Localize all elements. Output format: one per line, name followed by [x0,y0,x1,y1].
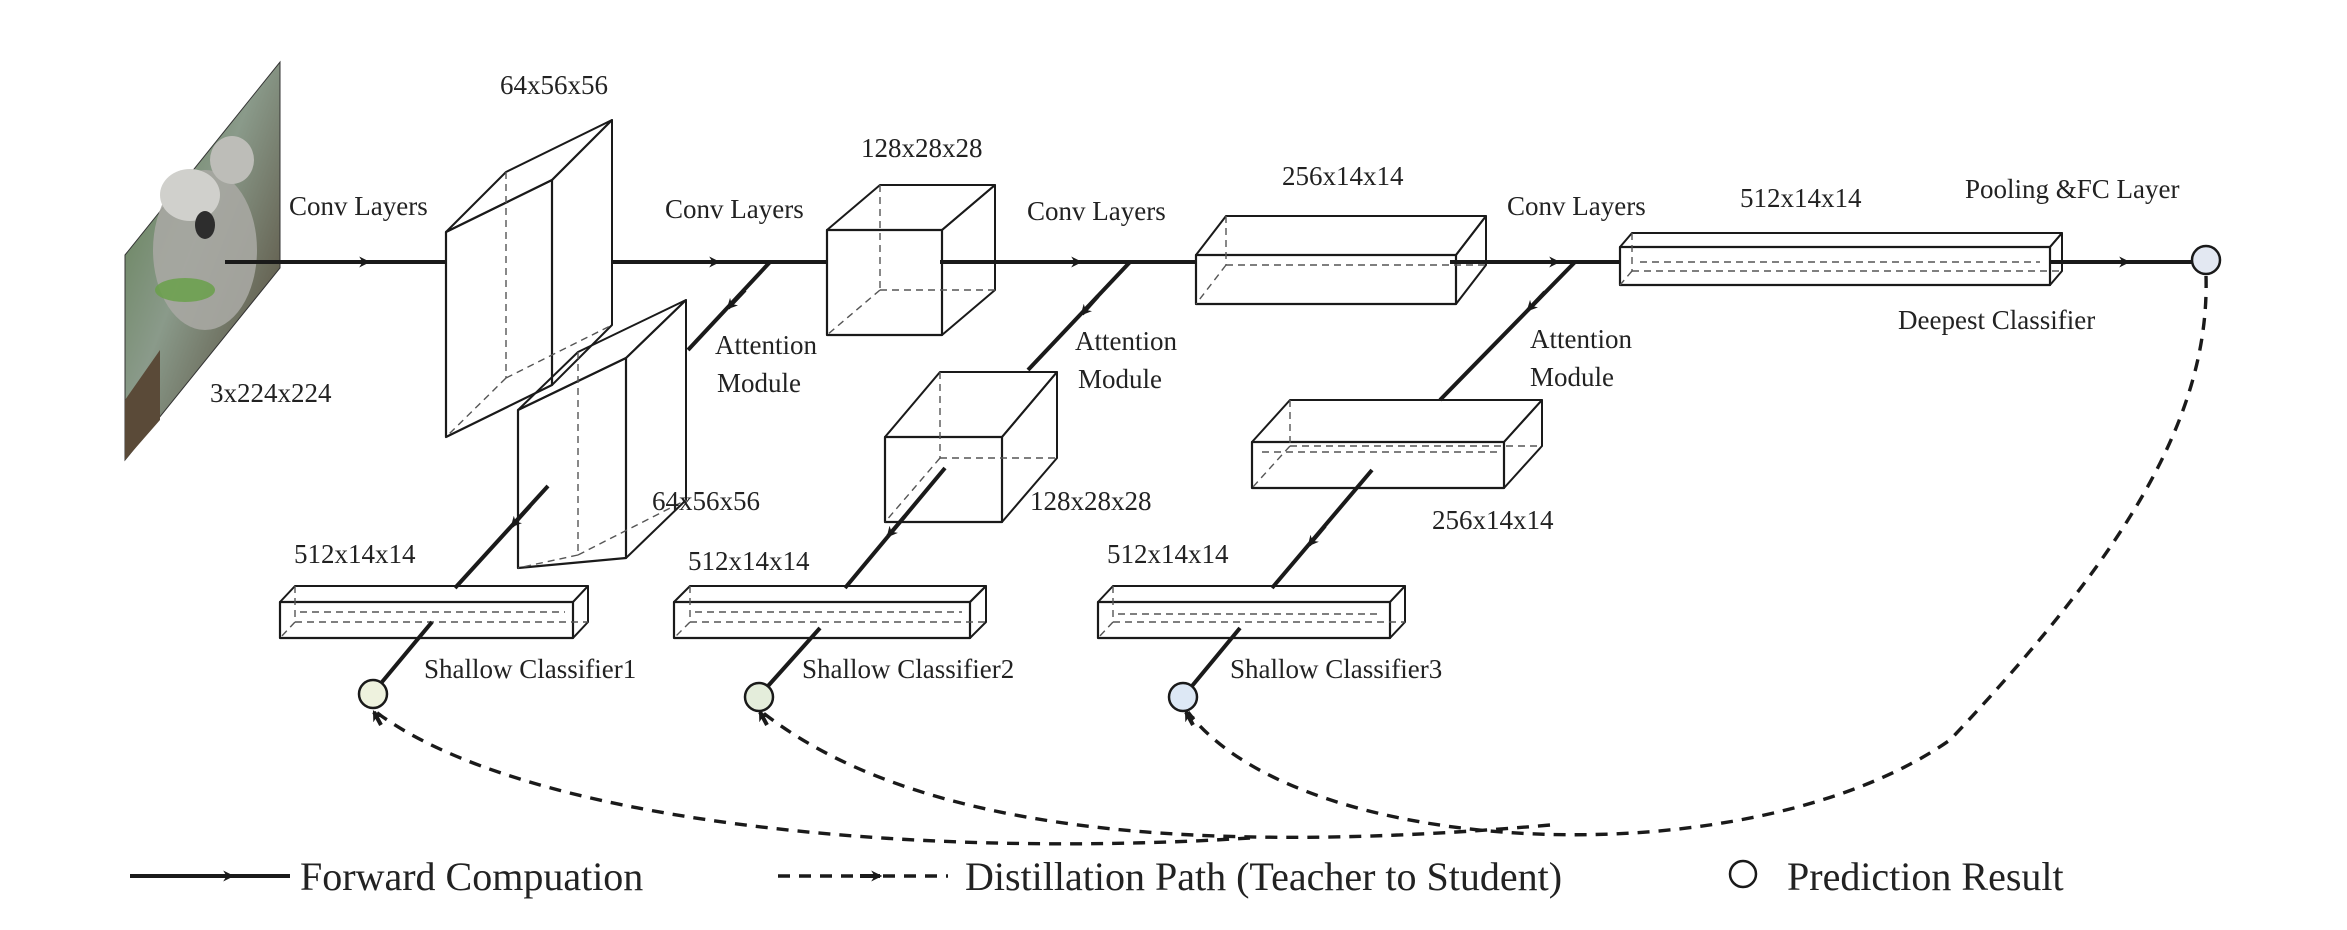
attention-label-1b: Module [717,368,801,398]
legend: Forward Compuation Distillation Path (Te… [130,854,2064,899]
legend-prediction-icon [1728,859,1758,889]
branch-3-classifier-label: Shallow Classifier3 [1230,654,1442,684]
shallow-prediction-node-1 [357,678,389,710]
input-size-label: 3x224x224 [210,378,332,408]
distill-arrow-2 [758,710,770,726]
attention-label-2b: Module [1078,364,1162,394]
branch-2-feature-label: 512x14x14 [688,546,810,576]
branch-3-feature-label: 512x14x14 [1107,539,1229,569]
block-label-4: 512x14x14 [1740,183,1862,213]
branch-2 [672,260,1132,713]
backbone-block-3 [1194,215,1487,306]
legend-distill-label: Distillation Path (Teacher to Student) [965,854,1562,899]
deepest-classifier-label: Deepest Classifier [1898,305,2095,335]
branch-1 [278,260,772,710]
attention-label-2a: Attention [1075,326,1177,356]
attention-label-3a: Attention [1530,324,1632,354]
block-label-1: 64x56x56 [500,70,608,100]
block-label-2: 128x28x28 [861,133,983,163]
legend-prediction-label: Prediction Result [1787,854,2064,899]
branch-3 [1096,260,1577,713]
branch-1-feature-label: 512x14x14 [294,539,416,569]
input-image [124,60,281,462]
conv-label-3: Conv Layers [1027,196,1166,226]
block-label-3: 256x14x14 [1282,161,1404,191]
shallow-prediction-node-2 [743,681,775,713]
distill-arrow-1 [372,710,384,726]
deepest-prediction-node [2190,244,2222,276]
attention-label-1a: Attention [715,330,817,360]
conv-label-1: Conv Layers [289,191,428,221]
backbone-block-2 [825,184,996,337]
branch-2-classifier-label: Shallow Classifier2 [802,654,1014,684]
branch-2-block-label: 128x28x28 [1030,486,1152,516]
conv-label-2: Conv Layers [665,194,804,224]
branch-1-classifier-label: Shallow Classifier1 [424,654,636,684]
conv-label-4: Conv Layers [1507,191,1646,221]
backbone-block-4 [1618,232,2063,287]
shallow-prediction-node-3 [1167,681,1199,713]
branch-1-block-label: 64x56x56 [652,486,760,516]
attention-label-3b: Module [1530,362,1614,392]
distill-arrow-3 [1184,710,1196,726]
head-label: Pooling &FC Layer [1965,174,2180,204]
distillation-paths [372,275,2208,846]
legend-forward-label: Forward Compuation [300,854,643,899]
branch-3-block-label: 256x14x14 [1432,505,1554,535]
backbone-block-1 [444,119,613,439]
